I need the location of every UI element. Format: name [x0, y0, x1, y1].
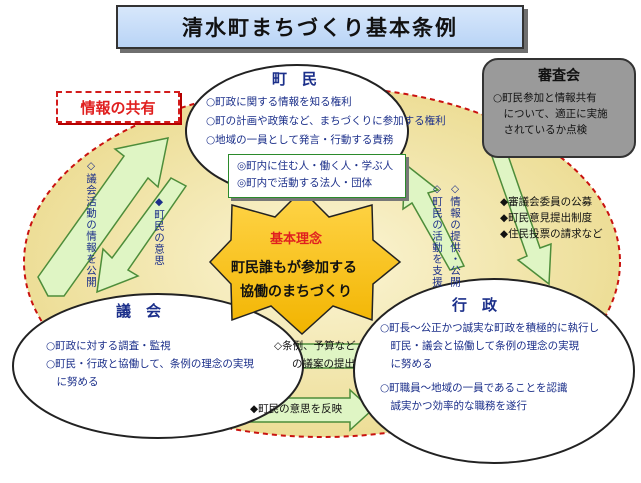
review-board-title: 審査会: [538, 68, 580, 84]
citizen-group-1: ◎町内に住む人・働く人・学ぶ人: [237, 160, 394, 172]
arrow-label-participation-2: ◆町民意見提出制度: [500, 212, 593, 224]
arrow-label-bill-1: ◇条例、予算など: [274, 340, 356, 352]
info-sharing-label: 情報の共有: [80, 98, 156, 117]
review-board-line-1: ○町民参加と情報共有: [493, 92, 597, 104]
arrow-council-to-citizens: [37, 137, 169, 297]
council-item-1: ○町政に対する調査・監視: [46, 340, 171, 352]
council-ellipse: [12, 293, 304, 439]
administration-item-3: に努める: [380, 358, 433, 370]
administration-ellipse: [353, 278, 635, 464]
citizen-groups-box: ◎町内に住む人・働く人・学ぶ人 ◎町内で活動する法人・団体: [228, 154, 406, 198]
arrow-label-info-provide: ◇情報の提供・公開: [449, 183, 461, 288]
administration-item-4: ○町職員～地域の一員であることを認識: [380, 382, 568, 394]
core-principle-heading: 基本理念: [270, 232, 323, 247]
arrow-label-bill-2: の議案の提出: [292, 358, 355, 370]
arrow-label-reflect-will: ◆町民の意思を反映: [250, 403, 343, 415]
citizens-item-1: ○町政に関する情報を知る権利: [206, 96, 352, 108]
citizens-item-3: ○地域の一員として発言・行動する責務: [206, 134, 394, 146]
core-principle-line-1: 町民誰もが参加する: [231, 260, 357, 276]
administration-item-2: 町民・議会と協働して条例の理念の実現: [380, 340, 580, 352]
title-banner: 清水町まちづくり基本条例: [116, 5, 524, 49]
core-principle-star: [208, 188, 402, 336]
arrow-label-activity-support: ◇町民の活動を支援: [431, 183, 443, 288]
info-sharing-badge: 情報の共有: [56, 91, 180, 123]
arrow-citizens-to-council: [96, 177, 188, 294]
arrow-citizens-to-admin: [487, 140, 552, 286]
page-title: 清水町まちづくり基本条例: [182, 16, 458, 40]
administration-title: 行 政: [452, 296, 498, 314]
arrow-label-citizens-will: ◆町民の意思: [153, 196, 165, 267]
review-board-box: 審査会 ○町民参加と情報共有 について、適正に実施 されているか点検: [482, 58, 636, 158]
council-item-3: に努める: [46, 376, 99, 388]
administration-item-1: ○町長～公正かつ誠実な町政を積極的に執行し: [380, 322, 600, 334]
core-principle-line-2: 協働のまちづくり: [240, 284, 352, 300]
administration-item-5: 誠実かつ効率的な職務を遂行: [380, 400, 527, 412]
review-board-line-3: されているか点検: [493, 124, 588, 136]
review-board-line-2: について、適正に実施: [493, 108, 608, 120]
council-item-2: ○町民・行政と協働して、条例の理念の実現: [46, 358, 254, 370]
council-title: 議 会: [116, 302, 162, 320]
citizens-title: 町 民: [272, 70, 318, 88]
citizens-item-2: ○町の計画や政策など、まちづくりに参加する権利: [206, 115, 446, 127]
arrow-label-participation-1: ◆審議会委員の公募: [500, 196, 593, 208]
arrow-label-participation-3: ◆住民投票の請求など: [500, 228, 603, 240]
arrow-label-council-info: ◇議会活動の情報を公開: [85, 160, 97, 288]
citizen-group-2: ◎町内で活動する法人・団体: [237, 177, 373, 189]
